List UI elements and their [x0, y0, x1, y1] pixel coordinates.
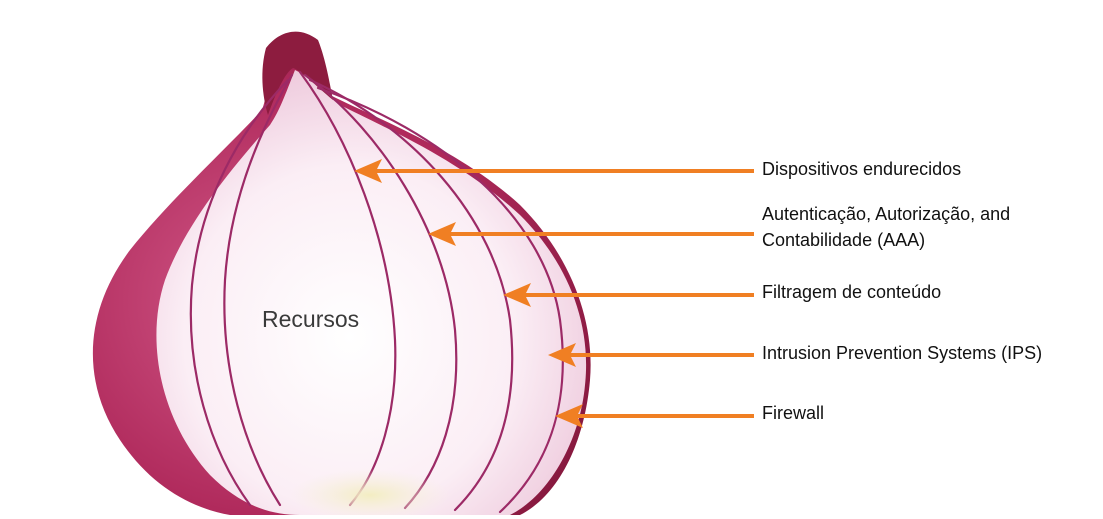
- arrow-head: [555, 404, 583, 428]
- onion-rings: [189, 70, 564, 514]
- layer-label-filtragem-de-conteudo: Filtragem de conteúdo: [762, 282, 942, 302]
- layer-label-ips: Intrusion Prevention Systems (IPS): [762, 343, 1043, 363]
- arrow-dispositivos-endurecidos: [354, 159, 754, 183]
- onion-neck: [262, 31, 333, 116]
- onion-base: [290, 469, 450, 519]
- arrow-head: [548, 343, 576, 367]
- arrow-head: [503, 283, 531, 307]
- arrow-head: [354, 159, 382, 183]
- arrow-filtragem-de-conteudo: [503, 283, 754, 307]
- layer-arrows: [354, 159, 754, 428]
- onion-cut-face: [156, 70, 587, 515]
- arrow-aaa: [428, 222, 754, 246]
- core-label-recursos: Recursos: [262, 306, 360, 332]
- arrow-head: [428, 222, 456, 246]
- layer-label-firewall: Firewall: [762, 403, 825, 423]
- arrow-ips: [548, 343, 754, 367]
- layer-label-dispositivos-endurecidos: Dispositivos endurecidos: [762, 159, 962, 179]
- layer-label-aaa: Autenticação, Autorização, and Contabili…: [762, 204, 1011, 250]
- arrow-firewall: [555, 404, 754, 428]
